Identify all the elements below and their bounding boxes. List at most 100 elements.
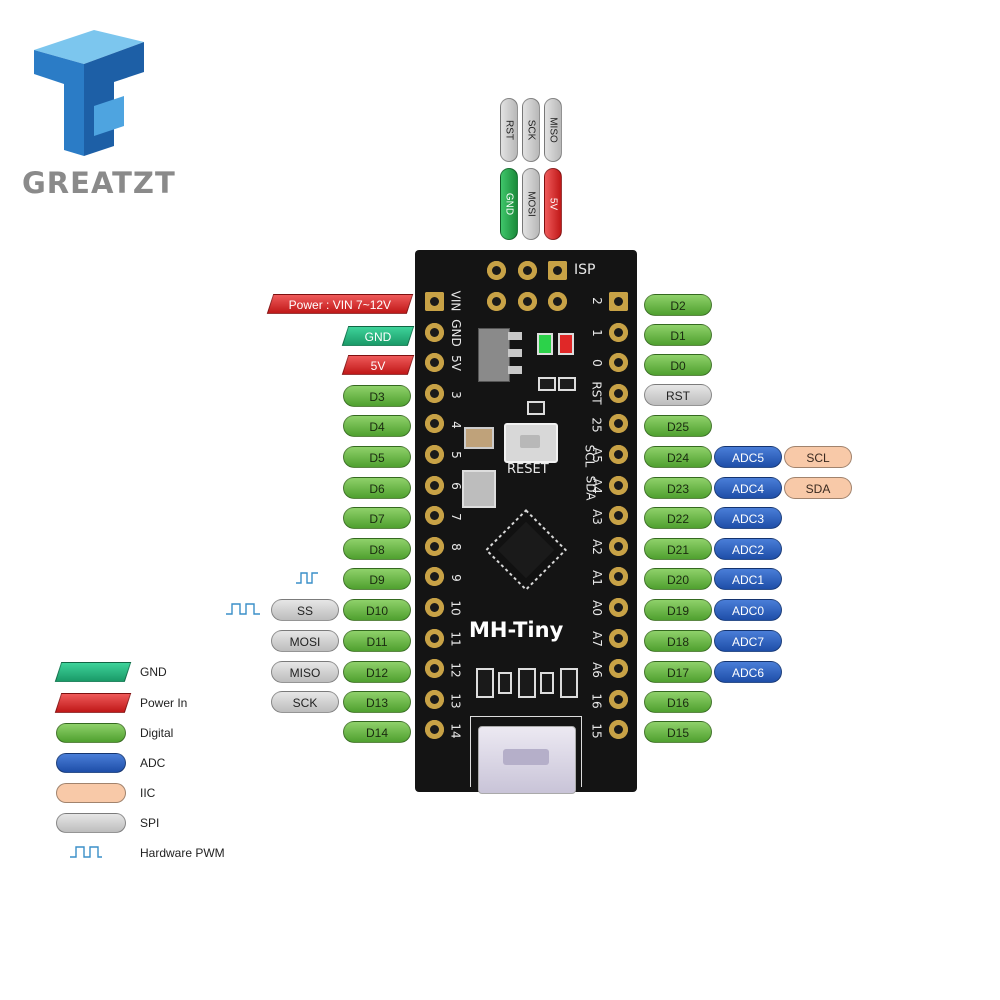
- tag-d1: D1: [644, 324, 712, 346]
- greatzt-logo-icon: [34, 30, 144, 156]
- tag-adc7: ADC7: [714, 630, 782, 652]
- left-header-pad: [425, 598, 444, 617]
- smd-diode: [476, 668, 494, 698]
- tag-sck: SCK: [271, 691, 339, 713]
- tag-adc0: ADC0: [714, 599, 782, 621]
- legend-swatch-iic: [56, 783, 126, 803]
- legend-swatch-digital: [56, 723, 126, 743]
- silk-left-9: 9: [448, 574, 463, 582]
- right-header-pad: [609, 445, 628, 464]
- tag-scl: SCL: [784, 446, 852, 468]
- voltage-regulator: [478, 328, 510, 382]
- silk-right-0: 0: [589, 359, 604, 367]
- silk-left-5: 5: [448, 451, 463, 459]
- silk-right-a3: A3: [589, 509, 604, 525]
- left-header-pad: [425, 689, 444, 709]
- tag-d17: D17: [644, 661, 712, 683]
- left-header-pad: [425, 414, 444, 434]
- isp-pad: [518, 292, 537, 311]
- tag-adc4: ADC4: [714, 477, 782, 499]
- silk-left-gnd: GND: [448, 319, 463, 347]
- silk-left-3: 3: [448, 391, 463, 399]
- right-header-pad: [609, 475, 628, 495]
- isp-pill-rst: RST: [500, 98, 518, 162]
- legend-label-iic: IIC: [140, 786, 156, 800]
- silk-right-2: 2: [589, 297, 604, 305]
- tag-d10: D10: [343, 599, 411, 621]
- silk-right-a0: A0: [589, 600, 604, 616]
- crystal: [464, 427, 494, 449]
- silk-left-10: 10: [448, 600, 463, 616]
- tag-d9: D9: [343, 568, 411, 590]
- right-header-pad: [609, 659, 628, 679]
- legend-swatch-spi: [56, 813, 126, 833]
- silk-left-5v: 5V: [448, 355, 463, 371]
- oscillator: [462, 470, 496, 508]
- pwm-icon: [296, 572, 318, 584]
- isp-pill-miso: MISO: [544, 98, 562, 162]
- left-header-pad: [425, 322, 444, 342]
- right-header-pad: [609, 567, 628, 587]
- silk-right-25: 25: [589, 417, 604, 433]
- tag-ss: SS: [271, 599, 339, 621]
- isp-pill-gnd: GND: [500, 168, 518, 240]
- tag-d14: D14: [343, 721, 411, 743]
- tag-adc1: ADC1: [714, 568, 782, 590]
- legend-label-pwm: Hardware PWM: [140, 846, 225, 860]
- tag-adc2: ADC2: [714, 538, 782, 560]
- tag-sda: SDA: [784, 477, 852, 499]
- smd-diode: [518, 668, 536, 698]
- tag-d20: D20: [644, 568, 712, 590]
- resistor: [558, 377, 576, 391]
- silk-right-16: 16: [589, 693, 604, 709]
- tag-d6: D6: [343, 477, 411, 499]
- right-header-pad: [609, 292, 628, 311]
- tag-d19: D19: [644, 599, 712, 621]
- isp-pill-mosi: MOSI: [522, 168, 540, 240]
- resistor: [538, 377, 556, 391]
- right-header-pad: [609, 598, 628, 617]
- right-header-pad: [609, 353, 628, 373]
- left-header-pad: [425, 567, 444, 587]
- tag-power-vin: Power : VIN 7~12V: [266, 294, 414, 314]
- regulator-lead: [508, 332, 522, 340]
- tag-d16: D16: [644, 691, 712, 713]
- tag-d18: D18: [644, 630, 712, 652]
- legend-pwm-icon: [70, 846, 102, 858]
- left-header-pad: [425, 445, 444, 464]
- isp-pad: [548, 292, 567, 311]
- tag-d2: D2: [644, 294, 712, 316]
- tag-d24: D24: [644, 446, 712, 468]
- tag-d23: D23: [644, 477, 712, 499]
- silk-right-scl: SCL: [582, 444, 597, 468]
- isp-pill-5v: 5V: [544, 168, 562, 240]
- left-header-pad: [425, 475, 444, 495]
- legend-label-gnd: GND: [140, 665, 167, 679]
- reset-button[interactable]: [504, 423, 558, 463]
- isp-label: ISP: [574, 262, 596, 278]
- reset-label: RESET: [507, 462, 549, 477]
- tag-adc6: ADC6: [714, 661, 782, 683]
- tag-d15: D15: [644, 721, 712, 743]
- usb-port-outline: [470, 716, 582, 787]
- tag-d5: D5: [343, 446, 411, 468]
- silk-right-sda: SDA: [583, 475, 598, 501]
- tag-d3: D3: [343, 385, 411, 407]
- tag-d8: D8: [343, 538, 411, 560]
- right-header-pad: [609, 689, 628, 709]
- tag-gnd: GND: [341, 326, 415, 346]
- resistor: [527, 401, 545, 415]
- legend-swatch-power: [54, 693, 132, 713]
- tag-d22: D22: [644, 507, 712, 529]
- legend-label-spi: SPI: [140, 816, 160, 830]
- tag-d7: D7: [343, 507, 411, 529]
- right-header-pad: [609, 628, 628, 648]
- legend-label-adc: ADC: [140, 756, 166, 770]
- tag-d21: D21: [644, 538, 712, 560]
- left-header-pad: [425, 506, 444, 526]
- led-red: [558, 333, 574, 355]
- tag-d11: D11: [343, 630, 411, 652]
- left-header-pad: [425, 536, 444, 556]
- silk-left-14: 14: [448, 723, 463, 739]
- tag-d4: D4: [343, 415, 411, 437]
